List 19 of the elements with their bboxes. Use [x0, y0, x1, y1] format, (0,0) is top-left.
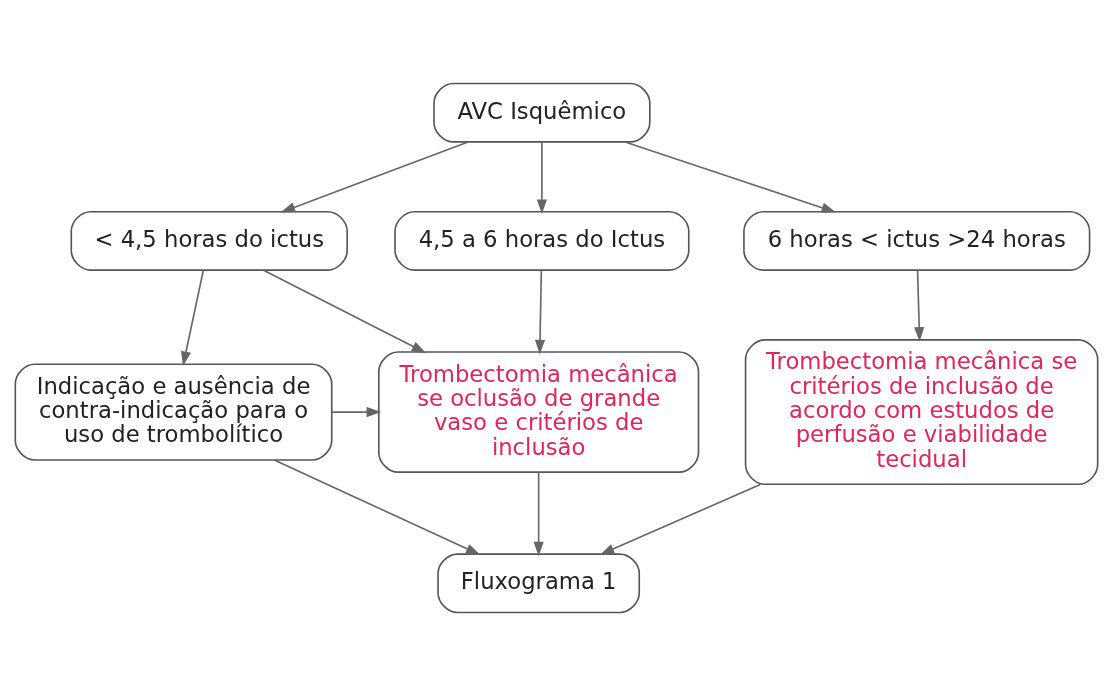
arrow — [280, 141, 469, 213]
node-box: 4,5 a 6 horas do Ictus — [394, 210, 690, 271]
arrow — [536, 141, 547, 215]
arrow — [599, 483, 762, 555]
arrow — [534, 269, 546, 355]
arrow — [273, 459, 481, 555]
arrow — [331, 406, 382, 418]
node-box: Trombectomia mecânica se critérios de inclusão de acordo com estudos de perfusão e viabilidade tecidual — [744, 339, 1099, 486]
node-box: 6 horas < ictus >24 horas — [743, 210, 1091, 271]
arrow — [624, 141, 837, 213]
arrow — [914, 269, 925, 342]
node-box: Fluxograma 1 — [437, 553, 641, 614]
node-box: Indicação e ausência de contra-indicação para o uso de trombolítico — [14, 363, 333, 461]
node-box: AVC Isquêmico — [433, 82, 651, 143]
node-box: Trombectomia mecânica se oclusão de grande vaso e critérios de inclusão — [378, 351, 700, 473]
arrow — [181, 269, 205, 367]
arrow — [533, 471, 544, 557]
node-box: < 4,5 horas do ictus — [70, 210, 348, 271]
arrow — [262, 269, 427, 354]
